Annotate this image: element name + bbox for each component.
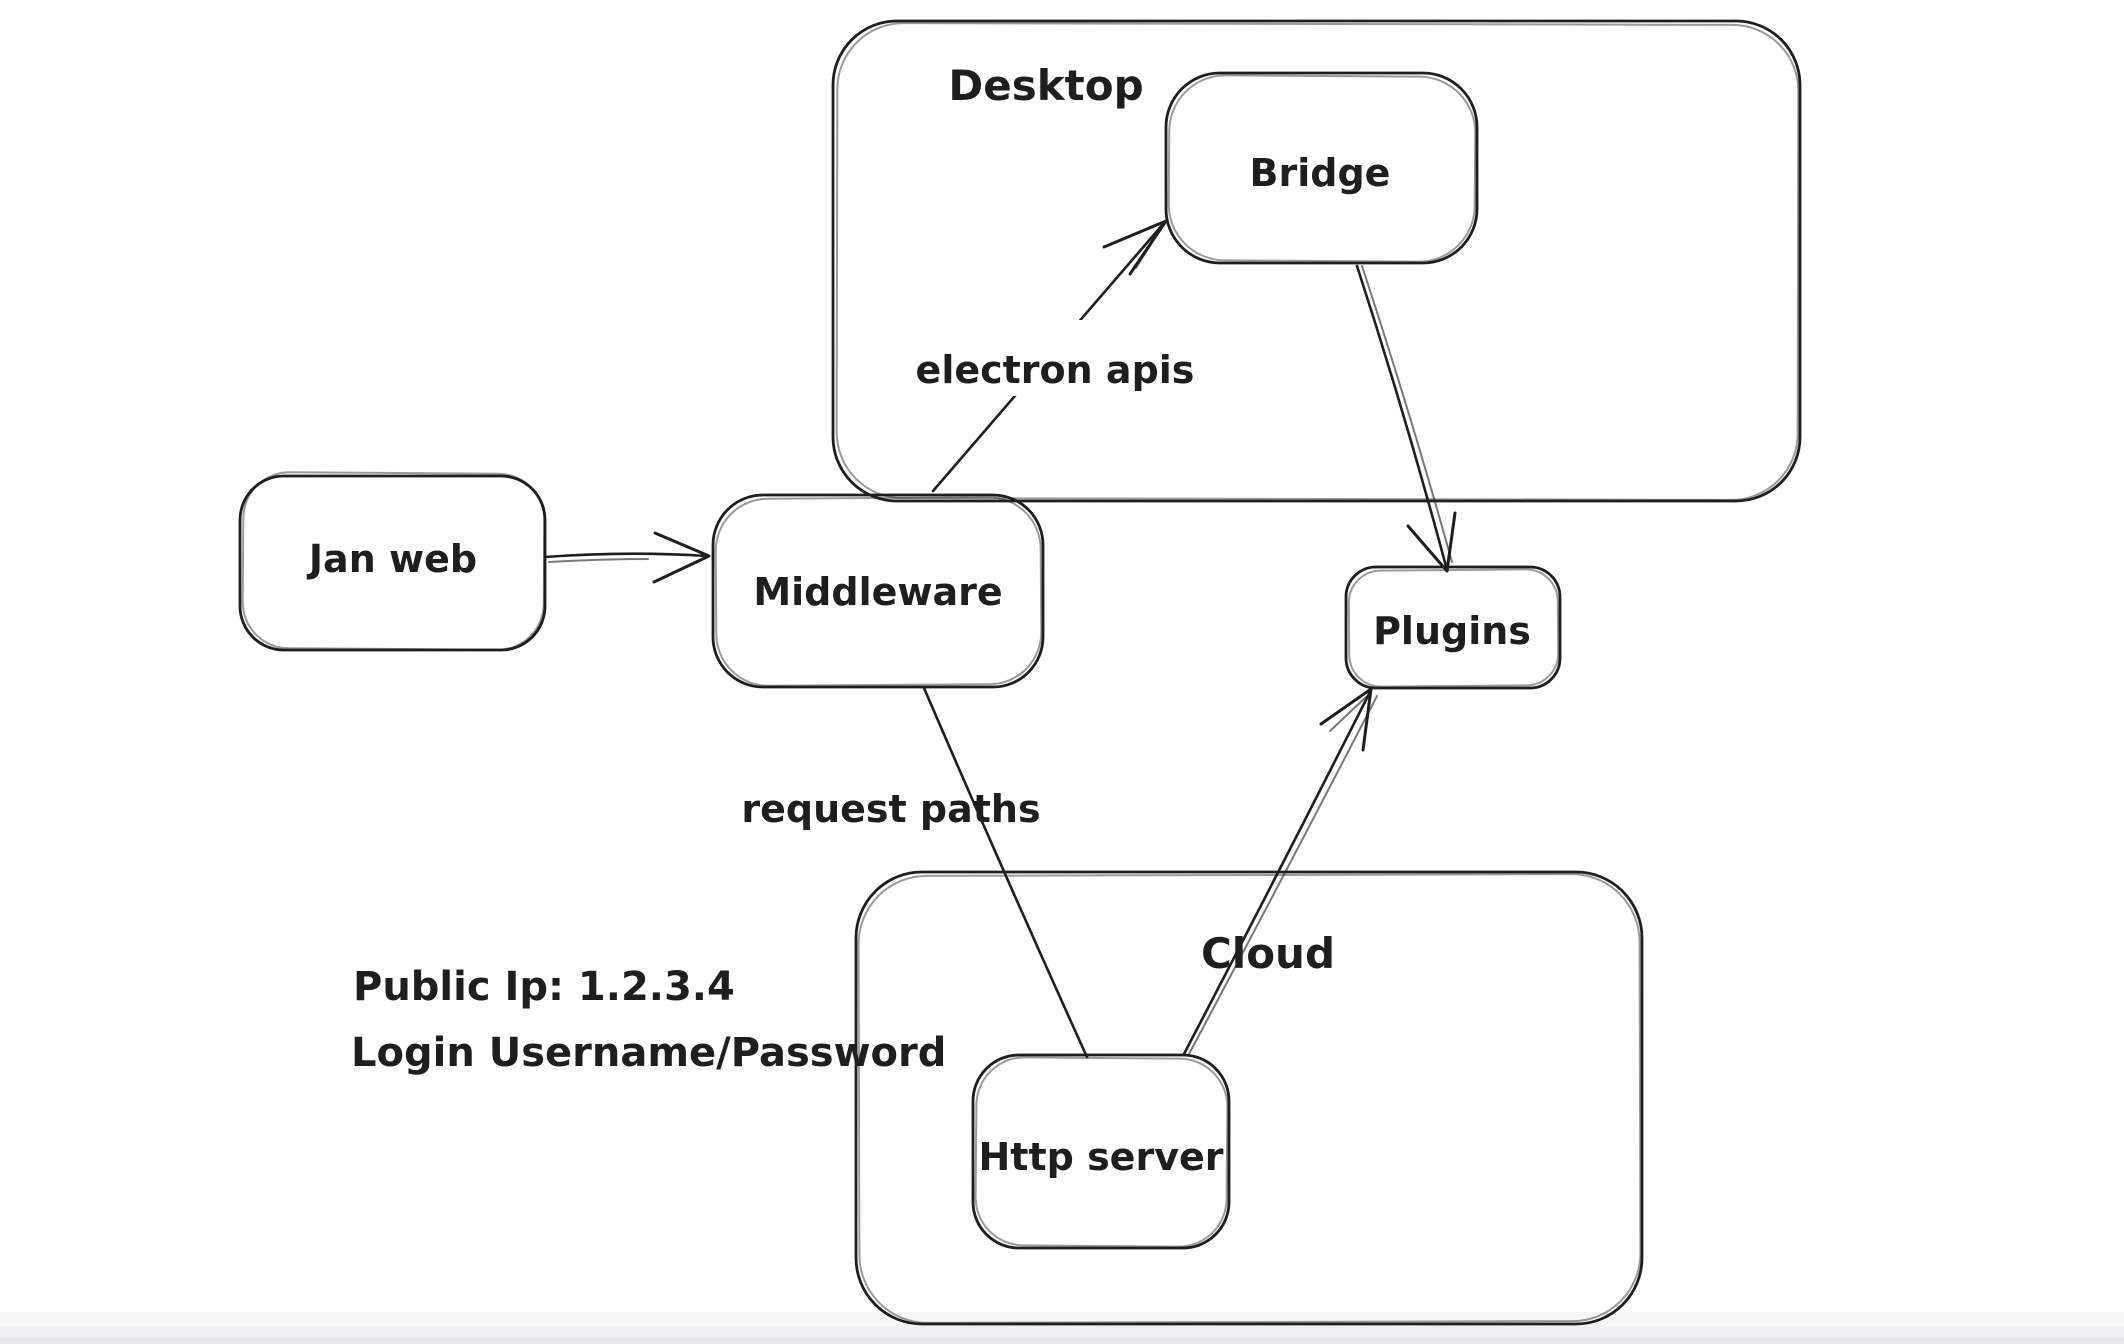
edge-line-jan-web-to-middleware [543, 552, 708, 559]
edge-line-sketch-stroke [548, 558, 649, 563]
bridge-label[interactable]: Bridge [1250, 151, 1391, 195]
container-desktop[interactable]: Desktop [831, 19, 1802, 503]
http-server-label[interactable]: Http server [979, 1135, 1224, 1179]
bridge-box [1164, 71, 1479, 265]
container-cloud[interactable]: Cloud [854, 870, 1644, 1326]
edge-middleware-to-http-server[interactable]: request paths [741, 686, 1089, 1059]
middleware-label[interactable]: Middleware [753, 570, 1002, 614]
node-jan-web[interactable]: Jan web [238, 471, 547, 652]
edge-http-server-to-plugins[interactable] [1182, 687, 1378, 1056]
jan-web-box [238, 474, 547, 652]
edge-bridge-to-plugins[interactable] [1355, 264, 1457, 573]
node-bridge[interactable]: Bridge [1164, 71, 1479, 265]
plugins-box-sketch-stroke [1347, 568, 1560, 688]
edge-line-sketch-stroke [1188, 695, 1378, 1055]
arrowhead-sketch-stroke [1329, 696, 1367, 732]
public-ip-note-text[interactable]: Public Ip: 1.2.3.4 [353, 964, 735, 1010]
node-middleware[interactable]: Middleware [711, 493, 1045, 689]
node-http-server[interactable]: Http server [971, 1053, 1231, 1250]
electron-apis-edge-label[interactable]: electron apis [916, 348, 1195, 392]
edge-line-sketch-stroke [1361, 265, 1453, 563]
cloud-container-box-sketch-stroke [857, 873, 1642, 1324]
edge-line-middleware-to-http-server [922, 686, 1089, 1059]
page-bottom-fade-2 [0, 1326, 2124, 1337]
jan-web-box-sketch-stroke [241, 471, 546, 651]
arrowhead-sketch-stroke [1135, 224, 1164, 269]
edge-line-bridge-to-plugins [1355, 264, 1449, 572]
cloud-container-box [854, 870, 1644, 1326]
edge-middleware-to-bridge[interactable]: electron apis [903, 219, 1207, 493]
desktop-container-box [831, 19, 1802, 503]
plugins-box [1344, 565, 1562, 690]
cloud-container-label[interactable]: Cloud [1201, 929, 1335, 978]
arrowhead-sketch-stroke [661, 557, 705, 579]
middleware-box [711, 493, 1045, 689]
edge-line-http-server-to-plugins [1182, 688, 1373, 1056]
plugins-label[interactable]: Plugins [1373, 609, 1531, 653]
credentials-note[interactable]: Public Ip: 1.2.3.4 Login Username/Passwo… [351, 964, 946, 1076]
login-note-text[interactable]: Login Username/Password [351, 1030, 946, 1076]
http-server-box-sketch-stroke [974, 1056, 1229, 1248]
request-paths-edge-label[interactable]: request paths [741, 787, 1040, 831]
middleware-box-sketch-stroke [714, 496, 1043, 687]
edge-jan-web-to-middleware[interactable] [543, 531, 711, 584]
page-bottom-fade-3 [0, 1337, 2124, 1344]
desktop-container-label[interactable]: Desktop [948, 61, 1143, 110]
bridge-box-sketch-stroke [1167, 74, 1477, 263]
jan-web-label[interactable]: Jan web [306, 537, 477, 581]
arrowhead-into-plugins-top [1406, 511, 1457, 573]
desktop-container-box-sketch-stroke [835, 22, 1800, 501]
http-server-box [971, 1053, 1231, 1250]
electron-apis-label-mask [903, 320, 1207, 396]
node-plugins[interactable]: Plugins [1344, 565, 1562, 690]
